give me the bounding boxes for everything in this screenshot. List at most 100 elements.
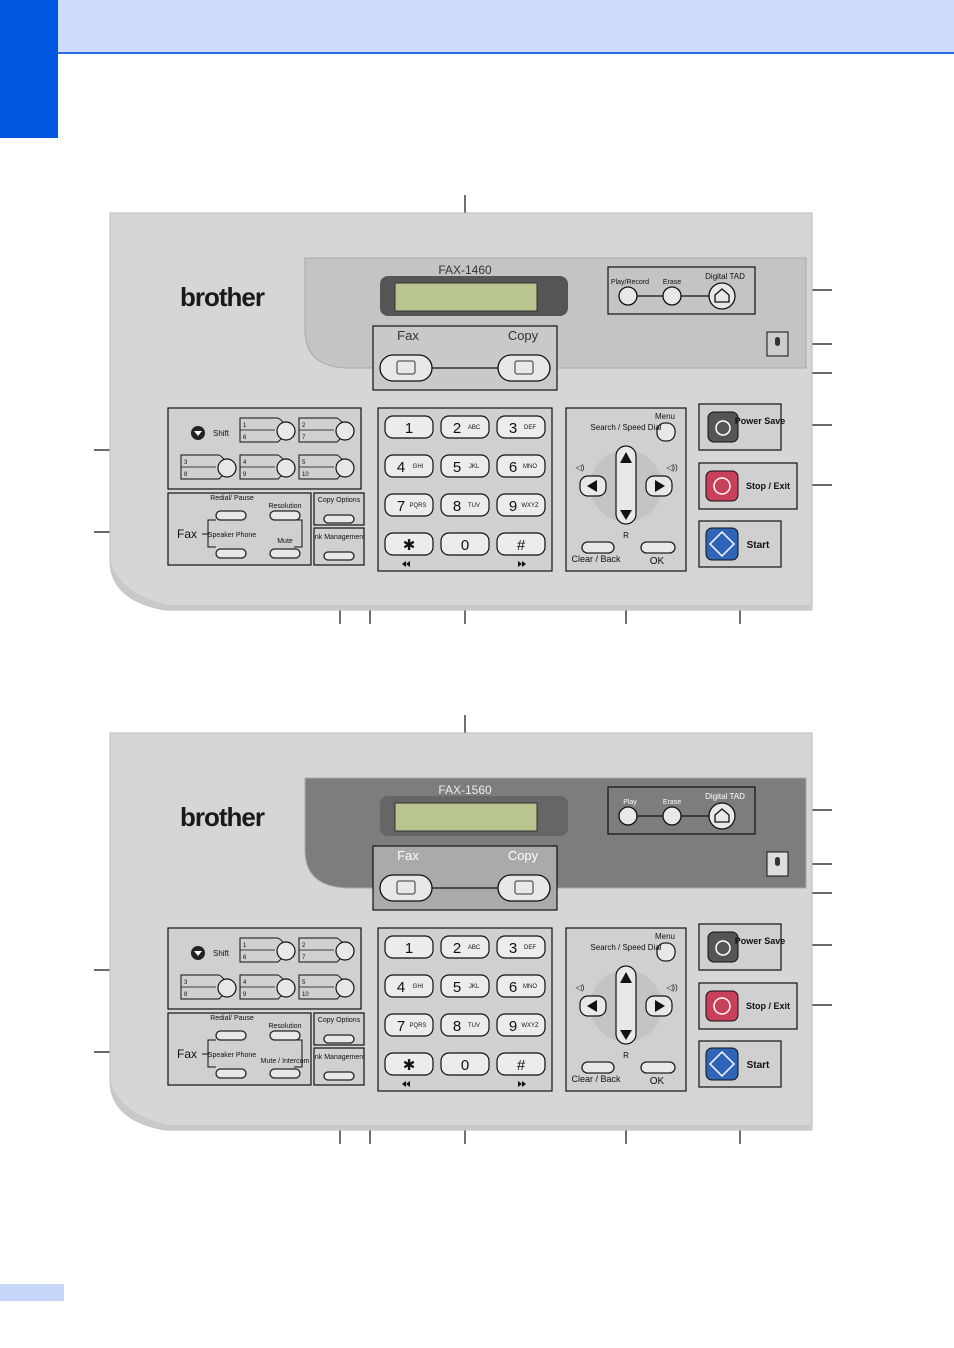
one-touch-box [167,927,362,1010]
start-button[interactable] [705,527,739,561]
up-down-key[interactable] [615,965,637,1045]
copy-button[interactable] [497,354,551,382]
label: 8 [184,992,188,998]
copy-icon [514,360,534,375]
ok-button[interactable] [640,541,676,554]
label: 9 [509,498,517,515]
label: Start [747,1060,770,1071]
copy-options-button[interactable] [323,1034,355,1044]
one-touch-key-3[interactable]: 38 [180,974,237,1000]
down-arrow-icon [194,951,202,956]
fax-button[interactable] [379,354,433,382]
ok-button[interactable] [640,1061,676,1074]
start-icon [708,530,736,558]
label: OK [650,1076,665,1087]
mute-button[interactable] [269,548,301,559]
resolution-button[interactable] [269,510,301,521]
label: 4 [397,459,405,476]
clear-back-button[interactable] [581,1061,615,1074]
label: Menu [655,932,675,941]
start-button[interactable] [705,1047,739,1081]
label: 2 [453,420,461,437]
label: ABC [468,425,481,431]
left-arrow-icon [587,1000,597,1012]
label: OK [650,556,665,567]
label: R [623,531,629,540]
redial-pause-button[interactable] [215,510,247,521]
play-button[interactable] [618,806,638,826]
label: 8 [453,498,461,515]
label: # [517,537,526,554]
one-touch-key-4[interactable]: 49 [239,454,296,480]
one-touch-key-1[interactable]: 16 [239,417,296,443]
dial-key[interactable]: 2 ABC [440,415,490,439]
label: 2 [302,423,306,429]
label: WXYZ [521,1023,539,1029]
one-touch-key-5[interactable]: 510 [298,974,355,1000]
copy-button[interactable] [497,874,551,902]
digital-tad-button[interactable] [708,802,736,830]
erase-button[interactable] [662,806,682,826]
menu-button[interactable] [656,942,676,962]
one-touch-key-3[interactable]: 38 [180,454,237,480]
ink-management-button[interactable] [323,551,355,561]
dial-key[interactable]: # [496,1052,546,1076]
play-button[interactable] [618,286,638,306]
label: Stop / Exit [746,481,790,491]
power-save-button[interactable] [707,931,739,963]
one-touch-key-2[interactable]: 27 [298,937,355,963]
ink-management-button[interactable] [323,1071,355,1081]
fax-button[interactable] [379,874,433,902]
dial-key[interactable]: 0 [440,532,490,556]
label: Fax [397,328,419,343]
one-touch-key-2[interactable]: 27 [298,417,355,443]
label: 7 [397,498,405,515]
dial-key[interactable]: # [496,532,546,556]
erase-button[interactable] [662,286,682,306]
one-touch-key-4[interactable]: 49 [239,974,296,1000]
speaker-phone-button[interactable] [215,548,247,559]
right-arrow-icon [655,1000,665,1012]
power-save-button[interactable] [707,411,739,443]
up-down-key[interactable] [615,445,637,525]
label: Play/Record [611,279,649,286]
speaker-phone-button[interactable] [215,1068,247,1079]
dial-key[interactable]: 1 [384,935,434,959]
label: Ink Management [313,534,365,541]
dial-key[interactable]: 1 [384,415,434,439]
clear-back-button[interactable] [581,541,615,554]
menu-button[interactable] [656,422,676,442]
one-touch-key-1[interactable]: 16 [239,937,296,963]
dial-key[interactable]: ✱ [384,532,434,556]
dial-key[interactable]: 0 [440,1052,490,1076]
label: 1 [405,940,413,957]
dial-key[interactable]: ✱ [384,1052,434,1076]
lcd-screen [394,802,538,832]
label: Speaker Phone [208,532,256,539]
digital-tad-button[interactable] [708,282,736,310]
mute-button[interactable] [269,1068,301,1079]
stop-exit-button[interactable] [705,990,739,1022]
copy-options-button[interactable] [323,514,355,524]
redial-pause-button[interactable] [215,1030,247,1041]
stop-exit-button[interactable] [705,470,739,502]
resolution-button[interactable] [269,1030,301,1041]
one-touch-key-5[interactable]: 510 [298,454,355,480]
label: Clear / Back [571,1074,621,1084]
